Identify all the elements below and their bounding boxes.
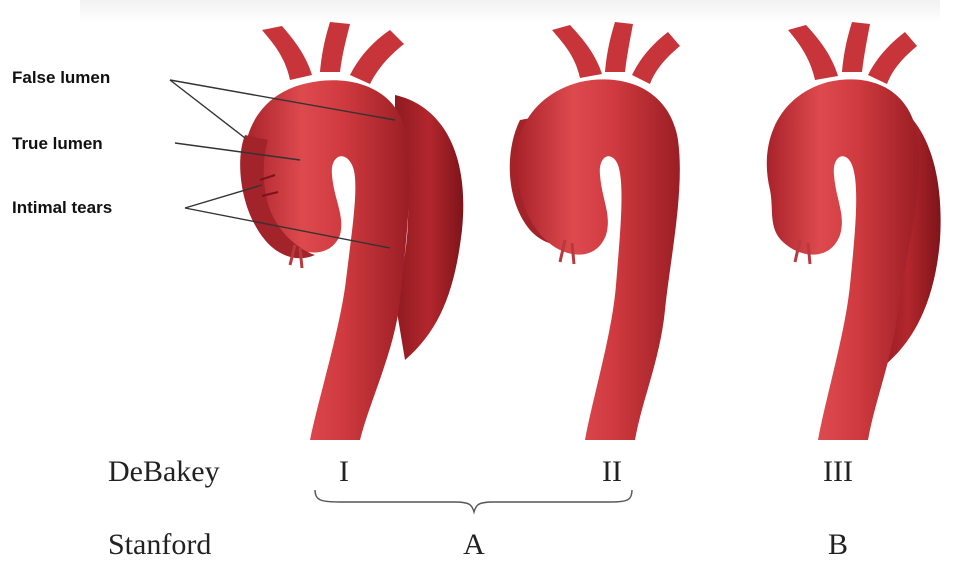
aorta-type-ii (510, 22, 680, 440)
aorta-type-iii (767, 22, 941, 440)
branch-vessels-ii (552, 22, 680, 84)
aorta-body-i (244, 80, 409, 440)
branch-vessels-i (262, 22, 404, 84)
aorta-type-i (240, 22, 463, 440)
debakey-title: DeBakey (108, 455, 220, 489)
stanford-title: Stanford (108, 528, 211, 562)
stanford-type-b: B (828, 528, 848, 562)
aorta-body-ii (516, 79, 680, 440)
debakey-type-ii: II (602, 455, 622, 489)
debakey-type-i: I (339, 455, 349, 489)
debakey-type-iii: III (823, 455, 853, 489)
label-intimal-tears: Intimal tears (12, 198, 112, 218)
aorta-body-iii (767, 79, 919, 440)
branch-vessels-iii (788, 22, 917, 84)
stanford-type-a: A (463, 528, 485, 562)
label-true-lumen: True lumen (12, 134, 103, 154)
leader-false-lumen-2 (170, 80, 245, 138)
stanford-a-brace (315, 490, 632, 512)
label-false-lumen: False lumen (12, 68, 110, 88)
